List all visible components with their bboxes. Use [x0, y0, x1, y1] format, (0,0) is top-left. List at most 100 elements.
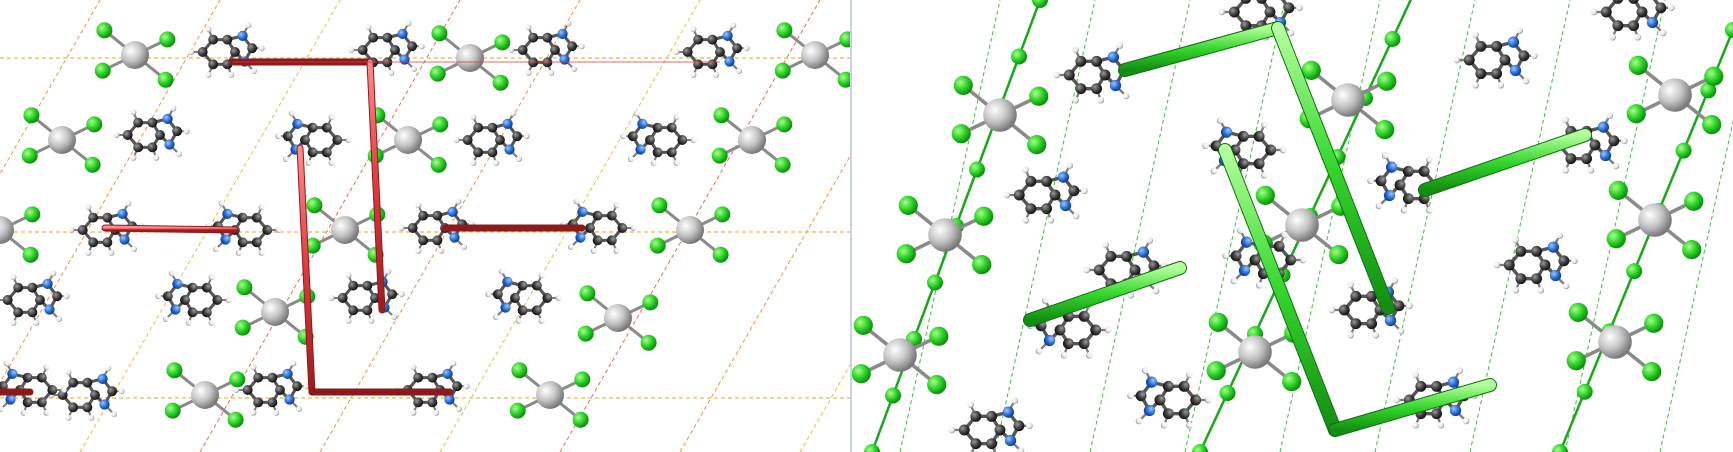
hydrogen-atom — [573, 198, 580, 205]
chlorine-atom — [1029, 86, 1049, 106]
carbon-atom — [180, 295, 190, 305]
carbon-atom — [1463, 54, 1475, 66]
carbon-atom — [1078, 338, 1090, 350]
hydrogen-atom — [1437, 421, 1445, 429]
carbon-atom — [432, 210, 443, 221]
panel-divider — [850, 0, 852, 452]
chlorine-atom — [1329, 245, 1349, 265]
carbon-atom — [1518, 50, 1530, 62]
hydrogen-atom — [3, 360, 10, 367]
hydrogen-atom — [1296, 4, 1303, 12]
carbon-atom — [1655, 2, 1667, 14]
carbon-atom — [1093, 264, 1105, 276]
chlorine-atom — [713, 107, 730, 124]
carbon-atom — [970, 438, 982, 450]
hydrogen-atom — [348, 46, 355, 54]
hydrogen-atom — [418, 43, 425, 50]
nitrogen-atom — [1059, 199, 1072, 212]
carbon-atom — [1230, 250, 1242, 262]
metal-atom — [983, 98, 1017, 132]
hydrogen-atom — [305, 159, 312, 166]
carbon-atom — [102, 237, 113, 248]
benzimidazolium-molecule — [1202, 117, 1287, 179]
hydrogen-atom — [523, 133, 530, 140]
carbon-atom — [592, 235, 603, 246]
carbon-atom — [473, 147, 484, 158]
carbon-atom — [427, 372, 438, 383]
carbon-atom — [362, 280, 373, 291]
carbon-atom — [251, 237, 262, 248]
hydrogen-atom — [1456, 367, 1464, 374]
carbon-atom — [133, 117, 144, 128]
hydrogen-atom — [1022, 166, 1029, 174]
carbon-atom — [1178, 380, 1190, 392]
hydrogen-atom — [590, 247, 597, 254]
benzimidazolium-molecule — [48, 365, 125, 421]
carbon-atom — [292, 381, 303, 392]
contact-line — [994, 0, 1096, 452]
carbon-atom — [1431, 408, 1443, 420]
carbon-atom — [492, 289, 503, 300]
carbon-atom — [35, 295, 45, 305]
nitrogen-atom — [1549, 269, 1562, 282]
hydrogen-atom — [455, 198, 462, 205]
chlorine-atom — [839, 31, 850, 48]
cell-edge-rod — [1119, 22, 1284, 76]
hydrogen-atom — [410, 409, 417, 416]
carbon-atom — [262, 225, 273, 235]
carbon-atom — [88, 212, 99, 223]
hydrogen-atom — [55, 315, 63, 323]
benzimidazolium-molecule — [1328, 277, 1413, 339]
nitrogen-atom — [170, 304, 181, 315]
carbon-atom — [531, 305, 542, 316]
nitrogen-atom — [1383, 189, 1396, 202]
hydrogen-atom — [368, 317, 375, 324]
hydrogen-atom — [1606, 112, 1614, 119]
contact-line — [1469, 0, 1571, 452]
hydrogen-atom — [1381, 152, 1389, 159]
hydrogen-atom — [43, 364, 50, 371]
carbon-atom — [1531, 245, 1543, 257]
hydrogen-atom — [1116, 42, 1124, 49]
carbon-atom — [407, 223, 418, 233]
carbon-atom — [1636, 6, 1648, 18]
metal-chloride-unit — [94, 22, 176, 88]
hydrogen-atom — [258, 45, 265, 52]
chlorine-atom — [84, 156, 101, 173]
cell-edge-rod — [1024, 262, 1186, 326]
chlorine-atom — [1566, 351, 1586, 371]
chlorine-atom — [1377, 71, 1397, 91]
carbon-atom — [1375, 175, 1387, 187]
carbon-atom — [208, 59, 219, 70]
carbon-atom — [1190, 394, 1202, 406]
carbon-atom — [693, 34, 704, 45]
nitrogen-atom — [1109, 79, 1122, 92]
carbon-atom — [321, 147, 332, 158]
carbon-atom — [1063, 69, 1075, 81]
hydrogen-atom — [50, 270, 57, 277]
hydrogen-atom — [410, 65, 418, 73]
chain-bond — [1558, 29, 1733, 452]
hydrogen-atom — [290, 360, 297, 367]
carbon-atom — [155, 130, 165, 140]
carbon-atom — [1237, 130, 1249, 142]
hydrogen-atom — [113, 131, 120, 139]
nitrogen-atom — [500, 302, 511, 313]
nitrogen-atom — [164, 139, 175, 150]
carbon-atom — [1415, 380, 1427, 392]
carbon-atom — [958, 424, 970, 436]
hydrogen-atom — [108, 249, 115, 256]
chlorine-atom — [776, 116, 793, 133]
carbon-atom — [27, 282, 38, 293]
hydrogen-atom — [275, 226, 282, 234]
metal-atom — [1638, 203, 1672, 237]
carbon-atom — [201, 307, 212, 318]
carbon-atom — [82, 377, 93, 388]
hydrogen-atom — [713, 71, 720, 78]
chlorine-atom — [712, 246, 729, 263]
carbon-atom — [427, 397, 438, 408]
carbon-atom — [1366, 318, 1378, 330]
benzimidazolium-molecule — [1493, 232, 1578, 294]
hydrogen-atom — [212, 245, 220, 253]
carbon-atom — [68, 377, 79, 388]
